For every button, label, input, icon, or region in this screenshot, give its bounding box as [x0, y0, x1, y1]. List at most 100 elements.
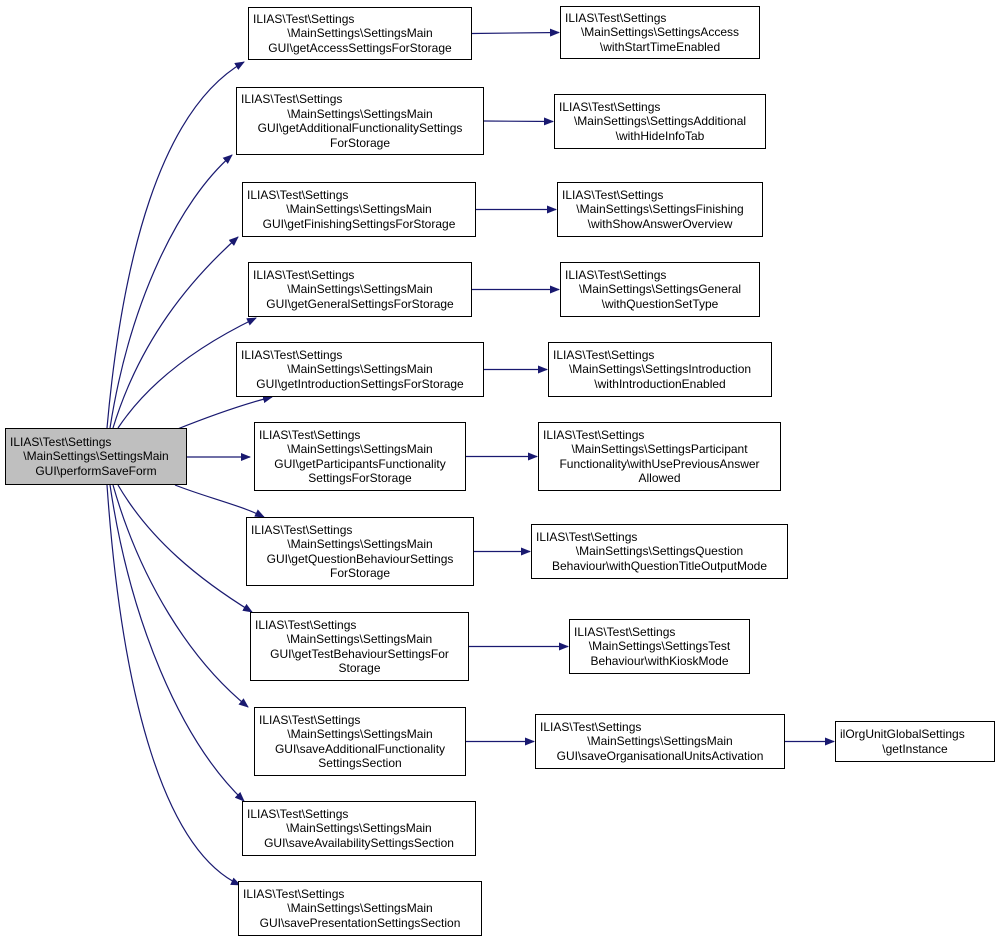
node-label-line: ILIAS\Test\Settings: [540, 719, 642, 734]
node-label-line: ILIAS\Test\Settings: [553, 347, 655, 362]
node-label-line: ForStorage: [329, 566, 391, 580]
function-node[interactable]: ILIAS\Test\Settings\MainSettings\Setting…: [238, 881, 482, 936]
node-label-line: \MainSettings\SettingsFinishing: [576, 202, 744, 217]
node-label-line: \MainSettings\SettingsMain: [286, 821, 432, 836]
function-node[interactable]: ILIAS\Test\Settings\MainSettings\Setting…: [557, 182, 763, 237]
node-label-line: ILIAS\Test\Settings: [562, 187, 664, 202]
node-label-line: \MainSettings\SettingsMain: [287, 26, 433, 41]
function-node[interactable]: ILIAS\Test\Settings\MainSettings\Setting…: [254, 422, 466, 491]
node-label-line: \MainSettings\SettingsMain: [286, 202, 432, 217]
node-label-line: \MainSettings\SettingsMain: [287, 901, 433, 916]
node-label-line: GUI\saveAdditionalFunctionality: [274, 741, 446, 756]
function-node[interactable]: ILIAS\Test\Settings\MainSettings\Setting…: [548, 342, 772, 397]
node-label-line: \MainSettings\SettingsMain: [287, 362, 433, 377]
node-label-line: GUI\getAccessSettingsForStorage: [268, 40, 452, 55]
node-label-line: \withQuestionSetType: [601, 296, 719, 311]
node-label-line: GUI\getFinishingSettingsForStorage: [262, 216, 456, 231]
function-node[interactable]: ILIAS\Test\Settings\MainSettings\Setting…: [538, 422, 781, 491]
node-label-line: Storage: [338, 661, 381, 675]
node-label-line: \MainSettings\SettingsIntroduction: [568, 362, 752, 377]
node-label-line: \MainSettings\SettingsMain: [287, 442, 433, 456]
node-label-line: ILIAS\Test\Settings: [543, 427, 645, 442]
node-label-line: Behaviour\withKioskMode: [590, 653, 729, 668]
node-label-line: GUI\getParticipantsFunctionality: [274, 456, 446, 471]
node-label-line: ilOrgUnitGlobalSettings: [840, 727, 965, 741]
node-label-line: GUI\getAdditionalFunctionalitySettings: [257, 121, 463, 135]
node-label-line: ILIAS\Test\Settings: [10, 434, 112, 449]
node-label-line: ILIAS\Test\Settings: [251, 522, 353, 537]
node-label-line: GUI\getGeneralSettingsForStorage: [266, 296, 454, 311]
node-label-line: \withShowAnswerOverview: [587, 216, 733, 231]
node-label-line: \MainSettings\SettingsMain: [287, 282, 433, 297]
node-label-line: ILIAS\Test\Settings: [574, 624, 676, 639]
node-label-line: \MainSettings\SettingsMain: [286, 632, 433, 646]
call-edge: [117, 484, 253, 613]
node-label-line: SettingsForStorage: [308, 471, 412, 485]
node-label-line: \MainSettings\SettingsAdditional: [573, 114, 747, 129]
function-node[interactable]: ILIAS\Test\Settings\MainSettings\Setting…: [236, 342, 484, 397]
node-label-line: GUI\getTestBehaviourSettingsFor: [270, 646, 449, 661]
node-label-line: Behaviour\withQuestionTitleOutputMode: [551, 558, 767, 573]
function-node[interactable]: ILIAS\Test\Settings\MainSettings\Setting…: [560, 6, 760, 59]
node-label-line: ILIAS\Test\Settings: [243, 886, 345, 901]
node-label-line: ILIAS\Test\Settings: [536, 529, 638, 544]
node-label-line: \withIntroductionEnabled: [594, 376, 726, 391]
node-label-line: \withHideInfoTab: [615, 128, 705, 143]
node-label-line: GUI\getQuestionBehaviourSettings: [266, 551, 454, 566]
node-label-line: \MainSettings\SettingsMain: [287, 106, 433, 121]
node-label-line: GUI\savePresentationSettingsSection: [259, 915, 461, 930]
node-label-line: ILIAS\Test\Settings: [565, 10, 667, 25]
function-node[interactable]: ILIAS\Test\Settings\MainSettings\Setting…: [531, 524, 788, 579]
function-node[interactable]: ILIAS\Test\Settings\MainSettings\Setting…: [554, 94, 766, 149]
function-node[interactable]: ILIAS\Test\Settings\MainSettings\Setting…: [248, 262, 472, 317]
node-label-line: \MainSettings\SettingsGeneral: [578, 282, 742, 297]
node-label-line: ILIAS\Test\Settings: [241, 347, 343, 362]
call-edge: [106, 61, 245, 429]
node-label-line: ILIAS\Test\Settings: [255, 617, 357, 632]
function-node[interactable]: ilOrgUnitGlobalSettings\getInstance: [835, 721, 995, 762]
function-node[interactable]: ILIAS\Test\Settings\MainSettings\Setting…: [569, 619, 750, 674]
function-node[interactable]: ILIAS\Test\Settings\MainSettings\Setting…: [242, 182, 476, 237]
function-node[interactable]: ILIAS\Test\Settings\MainSettings\Setting…: [246, 517, 474, 586]
node-label-line: ILIAS\Test\Settings: [559, 99, 661, 114]
function-node[interactable]: ILIAS\Test\Settings\MainSettings\Setting…: [242, 801, 476, 856]
node-label-line: ILIAS\Test\Settings: [247, 187, 349, 202]
node-label-line: \MainSettings\SettingsTest: [588, 639, 731, 654]
node-label-line: \MainSettings\SettingsMain: [23, 449, 169, 464]
call-edge: [109, 484, 245, 802]
node-label-line: GUI\getIntroductionSettingsForStorage: [256, 376, 464, 391]
call-edge: [106, 484, 241, 886]
node-label-line: ILIAS\Test\Settings: [565, 267, 667, 282]
node-label-line: ILIAS\Test\Settings: [253, 11, 355, 26]
function-node[interactable]: ILIAS\Test\Settings\MainSettings\Setting…: [535, 714, 785, 769]
function-node[interactable]: ILIAS\Test\Settings\MainSettings\Setting…: [236, 87, 484, 155]
call-edge: [112, 484, 249, 708]
node-label-line: \MainSettings\SettingsAccess: [580, 25, 740, 40]
function-node[interactable]: ILIAS\Test\Settings\MainSettings\Setting…: [560, 262, 760, 317]
call-edge: [109, 154, 233, 429]
call-edge: [174, 484, 265, 518]
root-function-node[interactable]: ILIAS\Test\Settings\MainSettings\Setting…: [5, 428, 187, 485]
node-label-line: \MainSettings\SettingsMain: [587, 734, 733, 749]
node-label-line: Functionality\withUsePreviousAnswer: [559, 456, 760, 471]
node-label-line: Allowed: [638, 471, 681, 485]
function-node[interactable]: ILIAS\Test\Settings\MainSettings\Setting…: [250, 612, 469, 681]
node-label-line: \MainSettings\SettingsQuestion: [575, 544, 744, 559]
node-label-line: SettingsSection: [318, 756, 402, 770]
call-edge: [117, 317, 257, 429]
node-label-line: ILIAS\Test\Settings: [259, 427, 361, 442]
node-label-line: ILIAS\Test\Settings: [253, 267, 355, 282]
node-label-line: ForStorage: [329, 135, 391, 150]
node-label-line: ILIAS\Test\Settings: [241, 92, 343, 106]
function-node[interactable]: ILIAS\Test\Settings\MainSettings\Setting…: [254, 707, 466, 776]
node-label-line: ILIAS\Test\Settings: [259, 712, 361, 727]
node-label-line: GUI\saveAvailabilitySettingsSection: [264, 835, 454, 850]
node-label-line: \MainSettings\SettingsParticipant: [571, 442, 748, 456]
node-label-line: ILIAS\Test\Settings: [247, 806, 349, 821]
node-label-line: \MainSettings\SettingsMain: [287, 727, 433, 741]
function-node[interactable]: ILIAS\Test\Settings\MainSettings\Setting…: [248, 7, 472, 60]
call-edge: [471, 28, 560, 37]
call-edge: [483, 117, 554, 126]
node-label-line: \MainSettings\SettingsMain: [287, 537, 433, 551]
